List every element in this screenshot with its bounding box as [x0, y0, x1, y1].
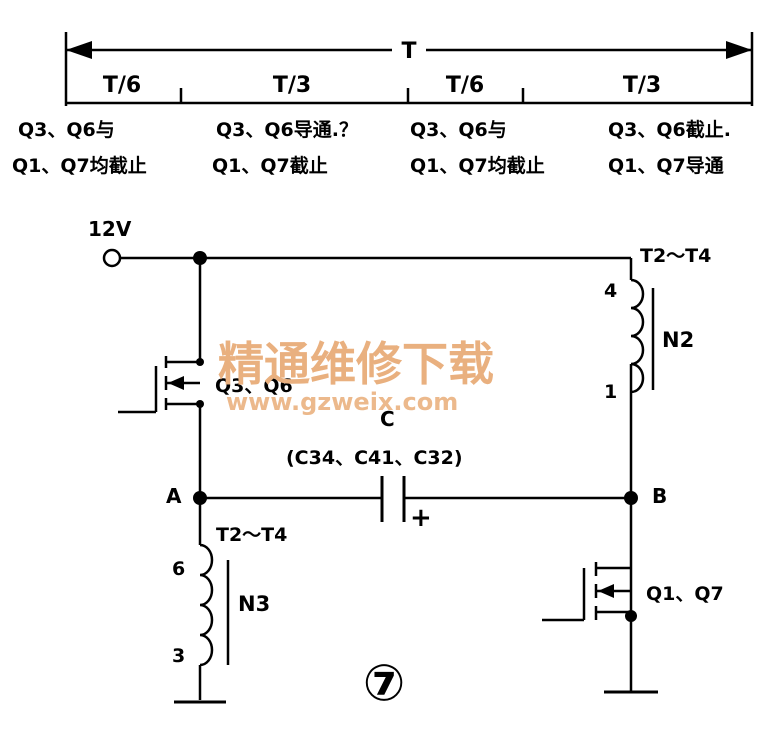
arrowhead-right-icon [726, 41, 752, 59]
junction-dot-a [193, 491, 207, 505]
mosfet-q3-icon [118, 352, 202, 414]
n2-pin-1: 1 [604, 381, 617, 403]
segment-label-2: T/3 [273, 73, 311, 98]
phase-note-1-line2: Q1、Q7均截止 [12, 154, 147, 177]
q1-arrow-icon [598, 584, 614, 598]
n2-pin-4: 4 [604, 280, 617, 302]
q1-label: Q1、Q7 [646, 583, 724, 605]
junction-dot-b [624, 491, 638, 505]
supply-terminal-icon [102, 248, 122, 268]
phase-note-3-line2: Q1、Q7均截止 [410, 154, 545, 177]
phase-note-4-line1: Q3、Q6截止. [608, 118, 731, 141]
phase-note-4-line2: Q1、Q7导通 [608, 155, 725, 177]
phase-note-3-line1: Q3、Q6与 [410, 119, 507, 141]
junction-dot-top-left [193, 251, 207, 265]
node-b-label: B [652, 484, 667, 508]
watermark-url: www.gzweix.com [226, 388, 458, 416]
capacitor-refs: (C34、C41、C32) [286, 447, 463, 469]
capacitor-icon [380, 476, 406, 522]
n2-label: N2 [662, 328, 694, 352]
capacitor-name: C [380, 407, 395, 431]
transformer-top-label: T2～T4 [640, 245, 711, 267]
phase-note-2-line2: Q1、Q7截止 [212, 154, 328, 177]
watermark-text: 精通维修下载 [218, 337, 494, 391]
n3-pin-3: 3 [172, 645, 185, 667]
q1-source-dot [625, 610, 637, 622]
n3-label: N3 [238, 592, 270, 616]
period-label: T [401, 39, 416, 64]
q3-arrow-icon [168, 376, 184, 390]
n3-pin-6: 6 [172, 558, 185, 580]
q3-label: Q3、Q6 [215, 375, 293, 397]
arrowhead-left-icon [66, 41, 92, 59]
supply-label: 12V [88, 217, 132, 241]
phase-note-1-line1: Q3、Q6与 [18, 119, 115, 141]
node-a-label: A [166, 484, 182, 508]
circuit-wires [120, 256, 633, 700]
winding-n2-icon [629, 278, 655, 394]
segment-label-4: T/3 [623, 73, 661, 98]
q3-drain-dot [196, 358, 204, 366]
figure-number: ⑦ [363, 654, 405, 712]
q3-source-dot [196, 400, 204, 408]
timing-diagram [64, 32, 754, 106]
winding-n3-icon [199, 543, 230, 667]
transformer-bottom-label: T2～T4 [216, 524, 287, 546]
phase-note-2-line1: Q3、Q6导通.？ [216, 119, 358, 141]
segment-label-3: T/6 [446, 73, 484, 98]
capacitor-polarity: + [410, 503, 432, 533]
segment-label-1: T/6 [103, 73, 141, 98]
mosfet-q1-icon [542, 562, 631, 622]
